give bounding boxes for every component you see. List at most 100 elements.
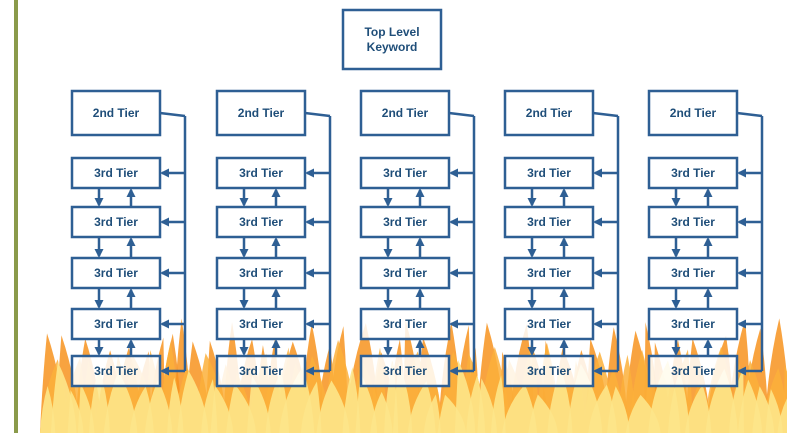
- flame-shape: [705, 368, 738, 433]
- third-tier-node-box: [503, 354, 595, 388]
- bus-top-connector: [159, 111, 186, 118]
- third-tier-node: 3rd Tier: [647, 307, 739, 341]
- flame-shape: [246, 375, 271, 433]
- third-tier-node-label: 3rd Tier: [527, 317, 571, 331]
- third-tier-node: 3rd Tier: [70, 307, 162, 341]
- third-tier-node-box: [647, 205, 739, 239]
- third-tier-node-label: 3rd Tier: [239, 317, 283, 331]
- third-tier-node-label: 3rd Tier: [671, 266, 715, 280]
- flame-shape: [177, 370, 209, 433]
- third-tier-node-label: 3rd Tier: [383, 266, 427, 280]
- fire-background: [40, 318, 787, 433]
- flame-shape: [667, 370, 690, 433]
- flame-shape: [342, 367, 361, 433]
- third-tier-node-label: 3rd Tier: [527, 266, 571, 280]
- top-level-keyword-node-label: Top Level: [364, 25, 419, 39]
- left-accent-rule: [14, 0, 18, 433]
- third-tier-node-label: 3rd Tier: [527, 364, 571, 378]
- third-tier-node-box: [215, 307, 307, 341]
- flame-shape: [607, 386, 630, 433]
- flame-shape: [355, 372, 378, 433]
- third-tier-node-label: 3rd Tier: [671, 317, 715, 331]
- second-tier-node-box: [359, 89, 451, 137]
- second-tier-node-label: 2nd Tier: [670, 106, 717, 120]
- third-tier-node-label: 3rd Tier: [383, 215, 427, 229]
- third-tier-node: 3rd Tier: [647, 256, 739, 290]
- second-tier-node: 2nd Tier: [359, 89, 451, 137]
- flame-shape: [316, 380, 350, 433]
- third-tier-node-box: [647, 156, 739, 190]
- top-level-keyword-node-label: Keyword: [367, 40, 418, 54]
- third-tier-node-box: [70, 156, 162, 190]
- bus-top-connector: [736, 111, 763, 118]
- third-tier-node-box: [359, 354, 451, 388]
- flame-shape: [144, 379, 173, 433]
- third-tier-node: 3rd Tier: [70, 256, 162, 290]
- flame-shape: [423, 394, 441, 433]
- third-tier-node-box: [503, 307, 595, 341]
- third-tier-node: 3rd Tier: [503, 354, 595, 388]
- second-tier-node-box: [503, 89, 595, 137]
- flame-shape: [88, 366, 110, 433]
- flame-shape: [547, 368, 573, 433]
- third-tier-node-label: 3rd Tier: [239, 364, 283, 378]
- third-tier-node-box: [647, 354, 739, 388]
- second-tier-node-label: 2nd Tier: [93, 106, 140, 120]
- third-tier-node-label: 3rd Tier: [94, 215, 138, 229]
- flame-shape: [210, 385, 234, 433]
- second-tier-node-label: 2nd Tier: [382, 106, 429, 120]
- third-tier-node-box: [359, 156, 451, 190]
- third-tier-node-box: [215, 354, 307, 388]
- third-tier-node: 3rd Tier: [503, 256, 595, 290]
- second-tier-node: 2nd Tier: [70, 89, 162, 137]
- flame-shape: [40, 386, 56, 433]
- top-level-keyword-node-box: [341, 8, 443, 71]
- second-tier-node-label: 2nd Tier: [526, 106, 573, 120]
- third-tier-node-box: [70, 307, 162, 341]
- third-tier-node: 3rd Tier: [359, 307, 451, 341]
- second-tier-node-label: 2nd Tier: [238, 106, 285, 120]
- third-tier-node-label: 3rd Tier: [94, 266, 138, 280]
- flame-shape: [765, 389, 783, 433]
- third-tier-node: 3rd Tier: [503, 307, 595, 341]
- third-tier-node-label: 3rd Tier: [527, 166, 571, 180]
- third-tier-node: 3rd Tier: [359, 156, 451, 190]
- third-tier-node: 3rd Tier: [70, 156, 162, 190]
- flame-shape: [777, 398, 787, 433]
- flame-shape: [103, 371, 138, 433]
- third-tier-node: 3rd Tier: [215, 256, 307, 290]
- third-tier-node-label: 3rd Tier: [94, 317, 138, 331]
- second-tier-node-box: [215, 89, 307, 137]
- flame-shape: [490, 375, 506, 433]
- third-tier-node-box: [359, 205, 451, 239]
- bus-top-connector: [592, 111, 619, 118]
- third-tier-node-box: [503, 156, 595, 190]
- third-tier-node-box: [359, 256, 451, 290]
- third-tier-node-label: 3rd Tier: [239, 166, 283, 180]
- third-tier-node-box: [215, 205, 307, 239]
- third-tier-node-box: [647, 256, 739, 290]
- third-tier-node: 3rd Tier: [503, 156, 595, 190]
- third-tier-node: 3rd Tier: [647, 205, 739, 239]
- third-tier-node-label: 3rd Tier: [671, 215, 715, 229]
- third-tier-node-box: [215, 156, 307, 190]
- third-tier-node-label: 3rd Tier: [383, 364, 427, 378]
- third-tier-node: 3rd Tier: [503, 205, 595, 239]
- second-tier-node-box: [70, 89, 162, 137]
- third-tier-node: 3rd Tier: [215, 354, 307, 388]
- third-tier-node-label: 3rd Tier: [671, 166, 715, 180]
- third-tier-node-box: [70, 205, 162, 239]
- third-tier-node-box: [503, 256, 595, 290]
- third-tier-node: 3rd Tier: [215, 307, 307, 341]
- flame-shape: [502, 384, 537, 433]
- third-tier-node-label: 3rd Tier: [239, 215, 283, 229]
- third-tier-node-label: 3rd Tier: [671, 364, 715, 378]
- third-tier-node: 3rd Tier: [647, 354, 739, 388]
- flame-shape: [300, 381, 322, 433]
- flame-shape: [685, 384, 712, 433]
- bus-top-connector: [448, 111, 475, 118]
- second-tier-node-box: [647, 89, 739, 137]
